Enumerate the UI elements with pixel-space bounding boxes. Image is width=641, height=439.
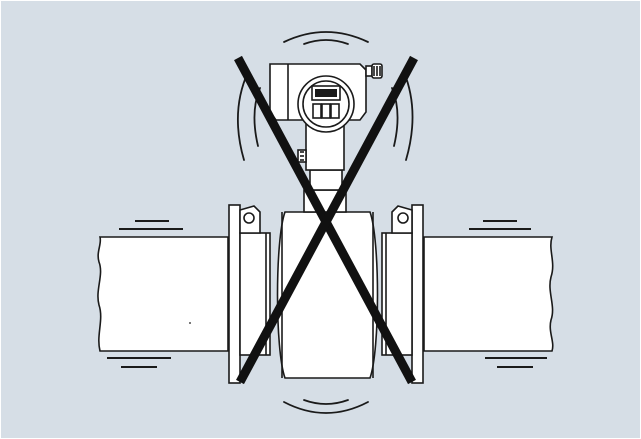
dot-mark	[189, 322, 191, 324]
prohibited-cross-icon	[234, 55, 418, 385]
ground-symbol-icon	[107, 220, 547, 368]
right-pipe	[423, 236, 554, 352]
left-pipe	[97, 236, 229, 352]
meter-body	[276, 211, 379, 379]
display-head	[297, 75, 355, 133]
left-flange	[228, 204, 271, 384]
